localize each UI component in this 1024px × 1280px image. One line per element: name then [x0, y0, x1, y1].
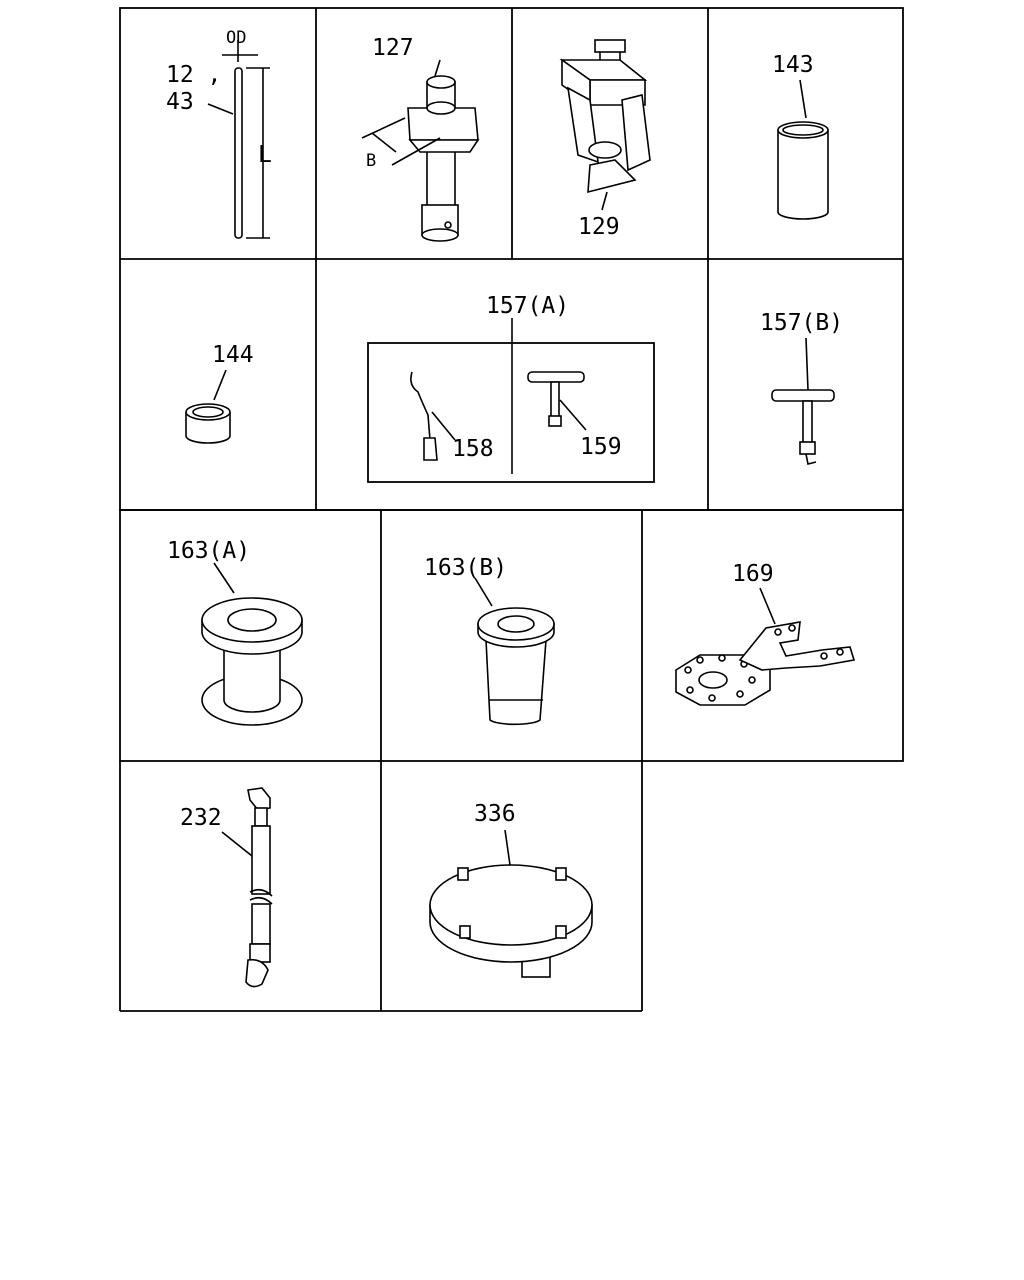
part-label-158: 158	[452, 436, 494, 462]
part-label-163b: 163(B)	[424, 555, 507, 581]
part-163a: 163(A)	[167, 538, 303, 726]
part-label-169: 169	[732, 561, 774, 587]
part-144: 144	[185, 342, 254, 444]
part-label-144: 144	[212, 342, 254, 368]
part-label-232: 232	[180, 805, 222, 831]
part-163b: 163(B)	[424, 555, 555, 726]
l-label: L	[258, 142, 272, 168]
part-label-43: 43	[166, 89, 194, 115]
part-rod-12-43: OD L 12 , 43	[166, 28, 272, 239]
part-129: 129	[559, 39, 651, 240]
part-label-12: 12 ,	[166, 62, 221, 88]
grid-lines	[119, 7, 904, 1012]
part-label-157b: 157(B)	[760, 310, 843, 336]
b-label: B	[366, 151, 376, 171]
part-label-157a: 157(A)	[486, 293, 569, 319]
part-label-127: 127	[372, 35, 414, 61]
part-232: 232	[180, 787, 273, 988]
part-143: 143	[772, 52, 829, 220]
part-157a: 157(A) 158 159	[367, 293, 655, 483]
part-label-129: 129	[578, 214, 620, 240]
od-label: OD	[226, 28, 246, 48]
part-label-159: 159	[580, 434, 622, 460]
part-127: 127 B	[361, 35, 480, 242]
part-label-163a: 163(A)	[167, 538, 250, 564]
part-336: 336	[429, 801, 593, 978]
part-label-143: 143	[772, 52, 814, 78]
part-157b: 157(B)	[760, 310, 843, 465]
part-169: 169	[675, 561, 856, 706]
part-label-336: 336	[474, 801, 516, 827]
